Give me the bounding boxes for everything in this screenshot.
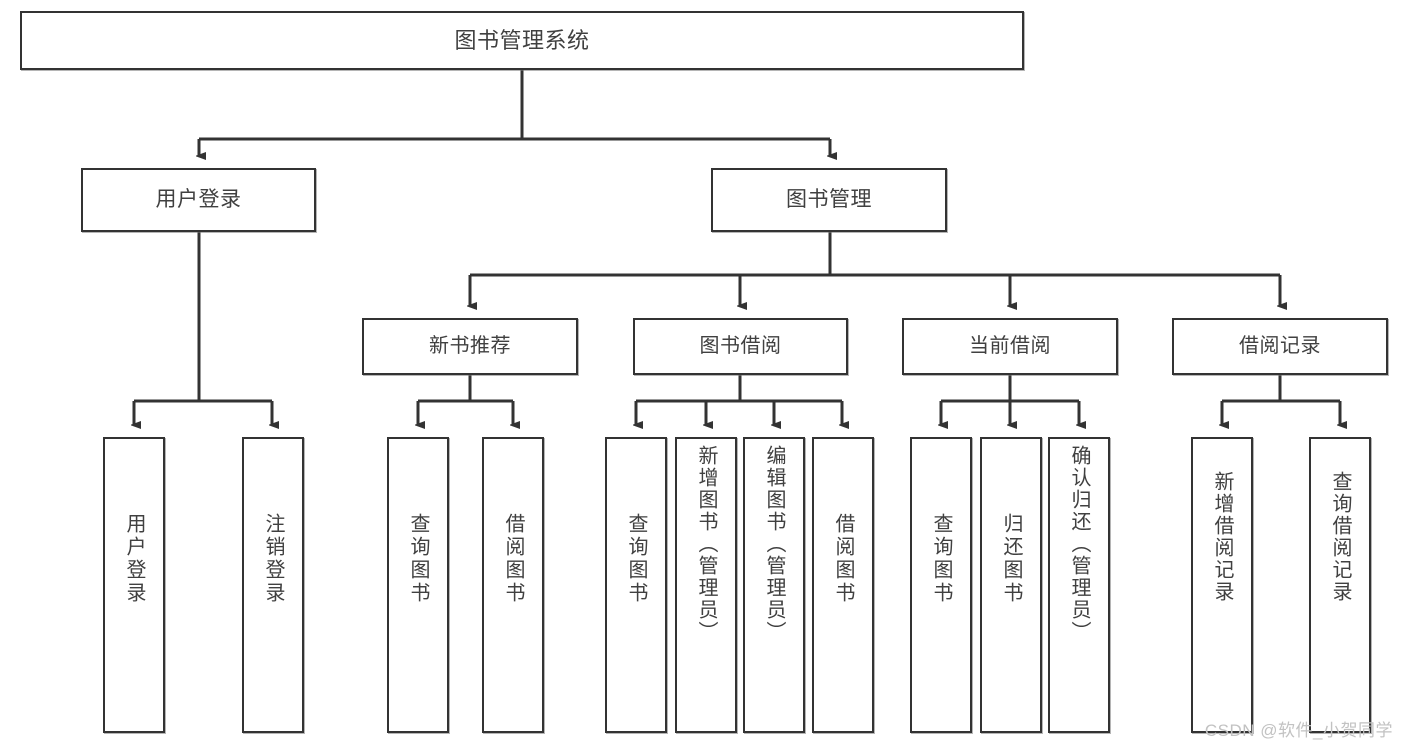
node-label: 图书管理 — [786, 187, 872, 211]
node-borrow-records[interactable]: 借阅记录 — [1172, 318, 1388, 375]
leaf-borrow-book-recommend[interactable]: 借阅图书 — [482, 437, 544, 733]
node-book-borrow[interactable]: 图书借阅 — [633, 318, 848, 375]
leaf-query-book-current[interactable]: 查询图书 — [910, 437, 972, 733]
node-label: 查询图书 — [407, 513, 429, 605]
leaf-edit-book-admin[interactable]: 编辑图书（管理员） — [743, 437, 805, 733]
node-label: 查询图书 — [625, 513, 647, 605]
leaf-return-book[interactable]: 归还图书 — [980, 437, 1042, 733]
node-label: 借阅图书 — [832, 513, 854, 605]
leaf-query-borrow-record[interactable]: 查询借阅记录 — [1309, 437, 1371, 733]
node-label: 用户登录 — [155, 187, 242, 211]
node-label: 用户登录 — [123, 513, 145, 605]
leaf-add-book-admin[interactable]: 新增图书（管理员） — [675, 437, 737, 733]
node-label: 新书推荐 — [429, 334, 511, 357]
leaf-user-login[interactable]: 用户登录 — [103, 437, 165, 733]
node-label: 借阅记录 — [1239, 334, 1321, 357]
node-label: 查询借阅记录 — [1329, 471, 1351, 603]
node-label: 归还图书 — [1000, 513, 1022, 605]
node-current-borrow[interactable]: 当前借阅 — [902, 318, 1118, 375]
node-label: 借阅图书 — [502, 513, 524, 605]
watermark-text: CSDN @软件_小贺同学 — [1204, 721, 1393, 740]
node-new-book-recommend[interactable]: 新书推荐 — [362, 318, 578, 375]
node-label: 编辑图书（管理员） — [763, 445, 785, 643]
leaf-logout[interactable]: 注销登录 — [242, 437, 304, 733]
leaf-add-borrow-record[interactable]: 新增借阅记录 — [1191, 437, 1253, 733]
node-label: 图书借阅 — [699, 334, 782, 357]
node-book-management[interactable]: 图书管理 — [711, 168, 947, 232]
node-label: 新增图书（管理员） — [695, 445, 717, 643]
leaf-query-book-recommend[interactable]: 查询图书 — [387, 437, 449, 733]
node-label: 注销登录 — [262, 513, 284, 605]
node-user-login[interactable]: 用户登录 — [81, 168, 316, 232]
node-root-system[interactable]: 图书管理系统 — [20, 11, 1024, 70]
node-label: 确认归还（管理员） — [1068, 445, 1090, 643]
leaf-confirm-return-admin[interactable]: 确认归还（管理员） — [1048, 437, 1110, 733]
node-label: 图书管理系统 — [454, 27, 590, 53]
node-label: 查询图书 — [930, 513, 952, 605]
leaf-query-book-borrow[interactable]: 查询图书 — [605, 437, 667, 733]
leaf-borrow-book[interactable]: 借阅图书 — [812, 437, 874, 733]
node-label: 新增借阅记录 — [1211, 471, 1233, 603]
node-label: 当前借阅 — [969, 334, 1051, 357]
